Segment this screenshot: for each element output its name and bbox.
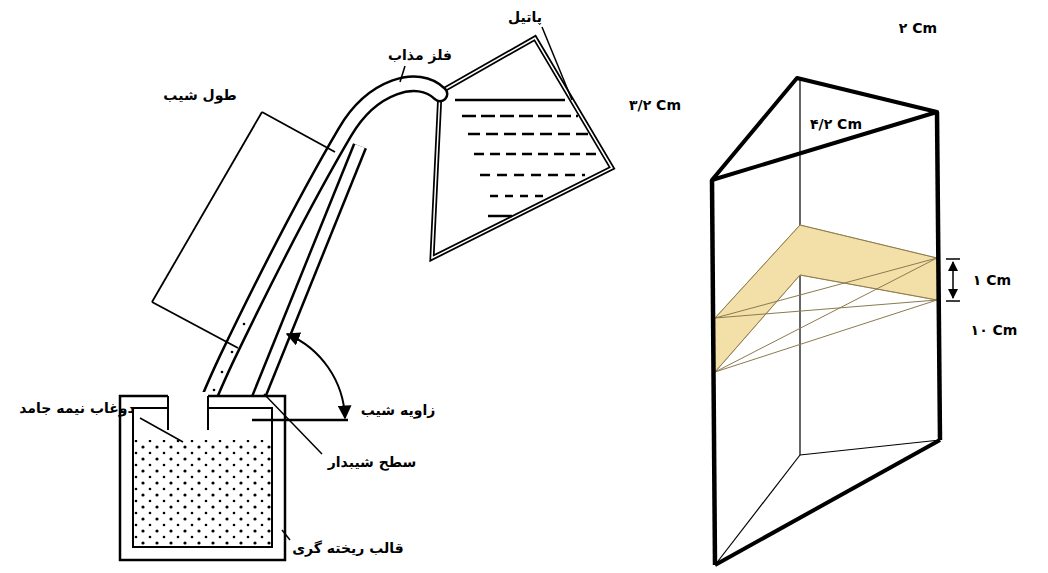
casting-mold bbox=[120, 392, 285, 560]
dimension-label: ۱۰ Cm bbox=[971, 322, 1018, 339]
dimension-label: ۴/۲ Cm bbox=[810, 116, 862, 133]
part-label: سطح شیبدار bbox=[328, 454, 417, 471]
slope-angle bbox=[252, 334, 348, 420]
slope-length-dimension bbox=[152, 112, 335, 348]
part-label: قالب ریخته گری bbox=[292, 540, 404, 557]
dimension-label: زاویه شیب bbox=[361, 402, 435, 419]
ladle bbox=[432, 38, 612, 258]
dimension-label: طول شیب bbox=[163, 87, 236, 104]
dimension-label: ۲ Cm bbox=[899, 20, 937, 37]
leader-line bbox=[140, 27, 572, 540]
dimension-label: ۱ Cm bbox=[973, 272, 1011, 289]
triangular-prism bbox=[712, 78, 960, 565]
dimension-label: ۳/۲ Cm bbox=[629, 97, 681, 114]
part-label: دوغاب نیمه جامد bbox=[19, 400, 134, 417]
part-label: پاتیل bbox=[508, 9, 542, 26]
part-label: فلز مذاب bbox=[388, 47, 452, 64]
molten-surface bbox=[455, 100, 596, 216]
